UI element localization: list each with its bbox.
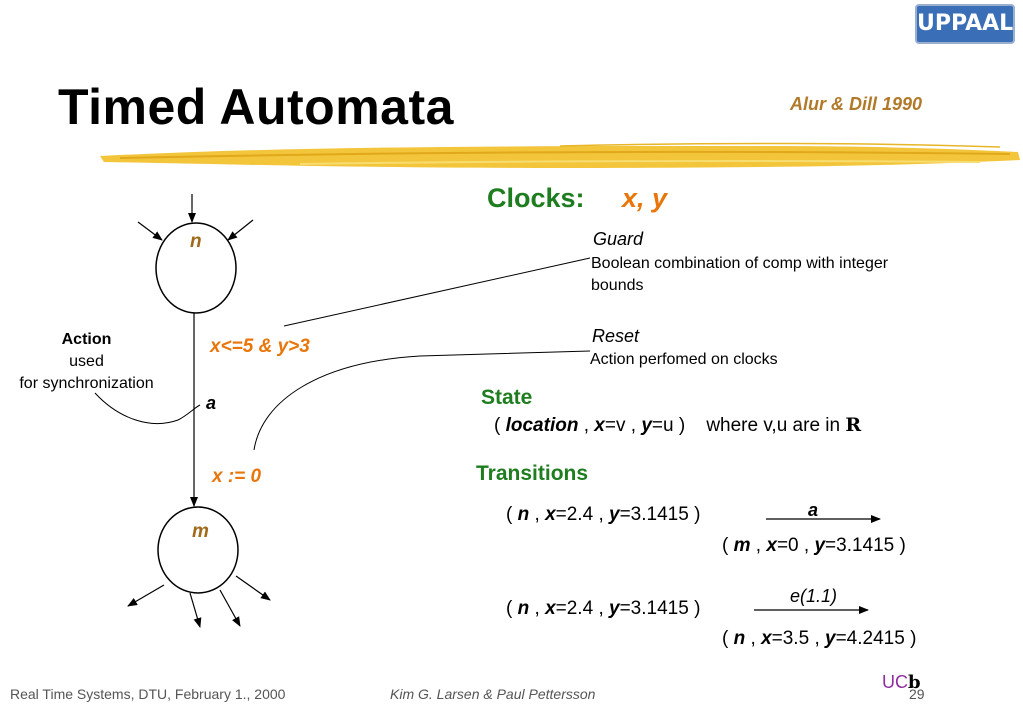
action-title: Action	[61, 331, 112, 348]
action-line-1: used	[69, 353, 104, 370]
uppaal-logo: UPPAAL	[915, 4, 1015, 44]
action-line-2: for synchronization	[19, 375, 154, 392]
transition-1-target: ( m , x=0 , y=3.1415 )	[722, 535, 906, 556]
slide-title: Timed Automata	[58, 79, 454, 135]
value-y: =u	[651, 415, 674, 436]
action-label: a	[206, 393, 217, 413]
transitions-title: Transitions	[476, 462, 589, 485]
clocks-vars: x, y	[622, 183, 668, 213]
reals-symbol: R	[845, 414, 862, 436]
action-connector	[94, 392, 201, 424]
incoming-arrow	[227, 219, 254, 241]
state-location: location	[505, 415, 579, 436]
location-n-label: n	[190, 231, 202, 252]
transition-2-label: e(1.1)	[790, 586, 838, 606]
credit-text: Alur & Dill 1990	[790, 94, 923, 114]
action-annotation: Action used for synchronization	[5, 329, 168, 395]
outgoing-arrow	[219, 589, 241, 627]
page-number: 29	[909, 686, 925, 702]
outgoing-arrow	[189, 592, 202, 628]
clocks-label: Clocks:	[487, 183, 585, 213]
guard-connector	[283, 257, 591, 327]
transition-2-source: ( n , x=2.4 , y=3.1415 )	[506, 598, 701, 619]
var-x: x	[594, 415, 605, 436]
footer-authors: Kim G. Larsen & Paul Pettersson	[390, 686, 596, 702]
transition-2-target: ( n , x=3.5 , y=4.2415 )	[722, 628, 917, 649]
separator: ,	[583, 415, 590, 436]
title-underline-brush	[100, 142, 1020, 168]
paren-close: )	[678, 415, 686, 436]
location-m-circle	[157, 506, 239, 594]
state-where: where v,u are in	[706, 415, 841, 436]
incoming-arrow	[137, 221, 163, 241]
reset-description: Action perfomed on clocks	[590, 351, 778, 368]
footer-course: Real Time Systems, DTU, February 1., 200…	[10, 686, 286, 702]
var-y: y	[641, 415, 652, 436]
state-title: State	[481, 386, 533, 409]
reset-title: Reset	[592, 326, 640, 346]
outgoing-arrow	[235, 575, 271, 601]
guard-description: Boolean combination of comp with integer…	[591, 255, 889, 294]
location-n-circle	[155, 222, 237, 314]
value-x: =v	[604, 415, 626, 436]
state-tuple: ( location , x=v , y=u ) where v,u are i…	[494, 414, 861, 437]
outgoing-arrow	[127, 584, 165, 607]
reset-expression: x := 0	[212, 466, 262, 487]
uc-logo: UCb	[882, 672, 921, 693]
location-m-label: m	[192, 521, 209, 542]
guard-title: Guard	[593, 229, 644, 249]
paren-open: (	[494, 415, 501, 436]
transition-1-source: ( n , x=2.4 , y=3.1415 )	[506, 504, 701, 525]
guard-expression: x<=5 & y>3	[210, 336, 310, 357]
separator: ,	[630, 415, 637, 436]
reset-connector	[253, 350, 591, 451]
transition-1-label: a	[808, 500, 819, 520]
